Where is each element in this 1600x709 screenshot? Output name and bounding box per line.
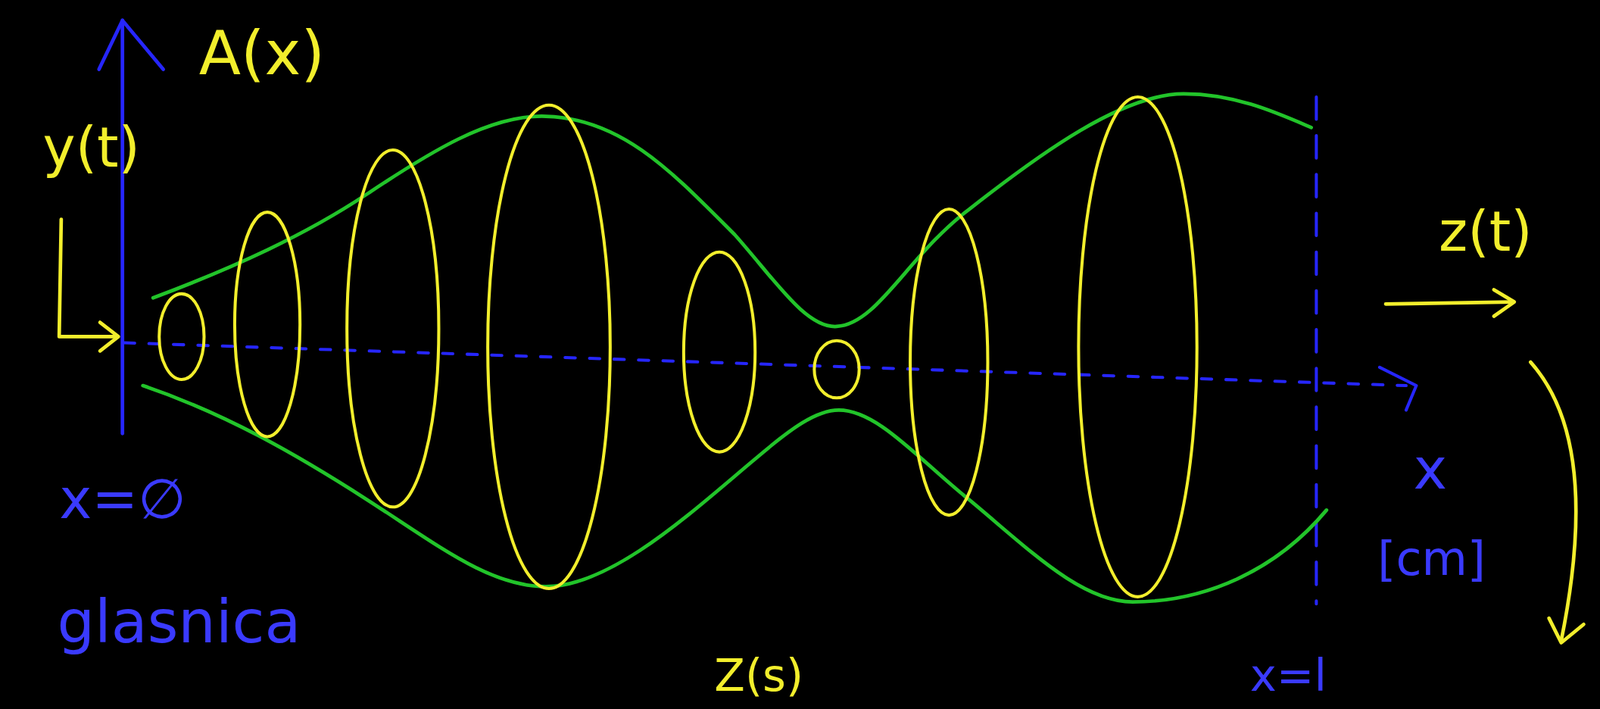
- axis-label: A(x): [199, 22, 325, 85]
- x-axis: [124, 96, 1416, 604]
- signal-label: y(t): [43, 120, 141, 176]
- name-label: glasnica: [56, 592, 301, 652]
- axis-label: x: [1412, 440, 1448, 498]
- end-label: x=l: [1250, 652, 1327, 698]
- output-arrow: [1385, 289, 1515, 316]
- input-arrow: [59, 219, 119, 352]
- signal-label: z(t): [1438, 204, 1532, 260]
- tract-outline: [143, 93, 1327, 602]
- unit-label: [cm]: [1377, 535, 1486, 583]
- cross-sections: [159, 96, 1197, 597]
- transfer-label: Z(s): [714, 652, 804, 698]
- curved-arrow: [1530, 361, 1584, 643]
- a-axis: [99, 20, 164, 434]
- origin-label: x=∅: [59, 471, 186, 528]
